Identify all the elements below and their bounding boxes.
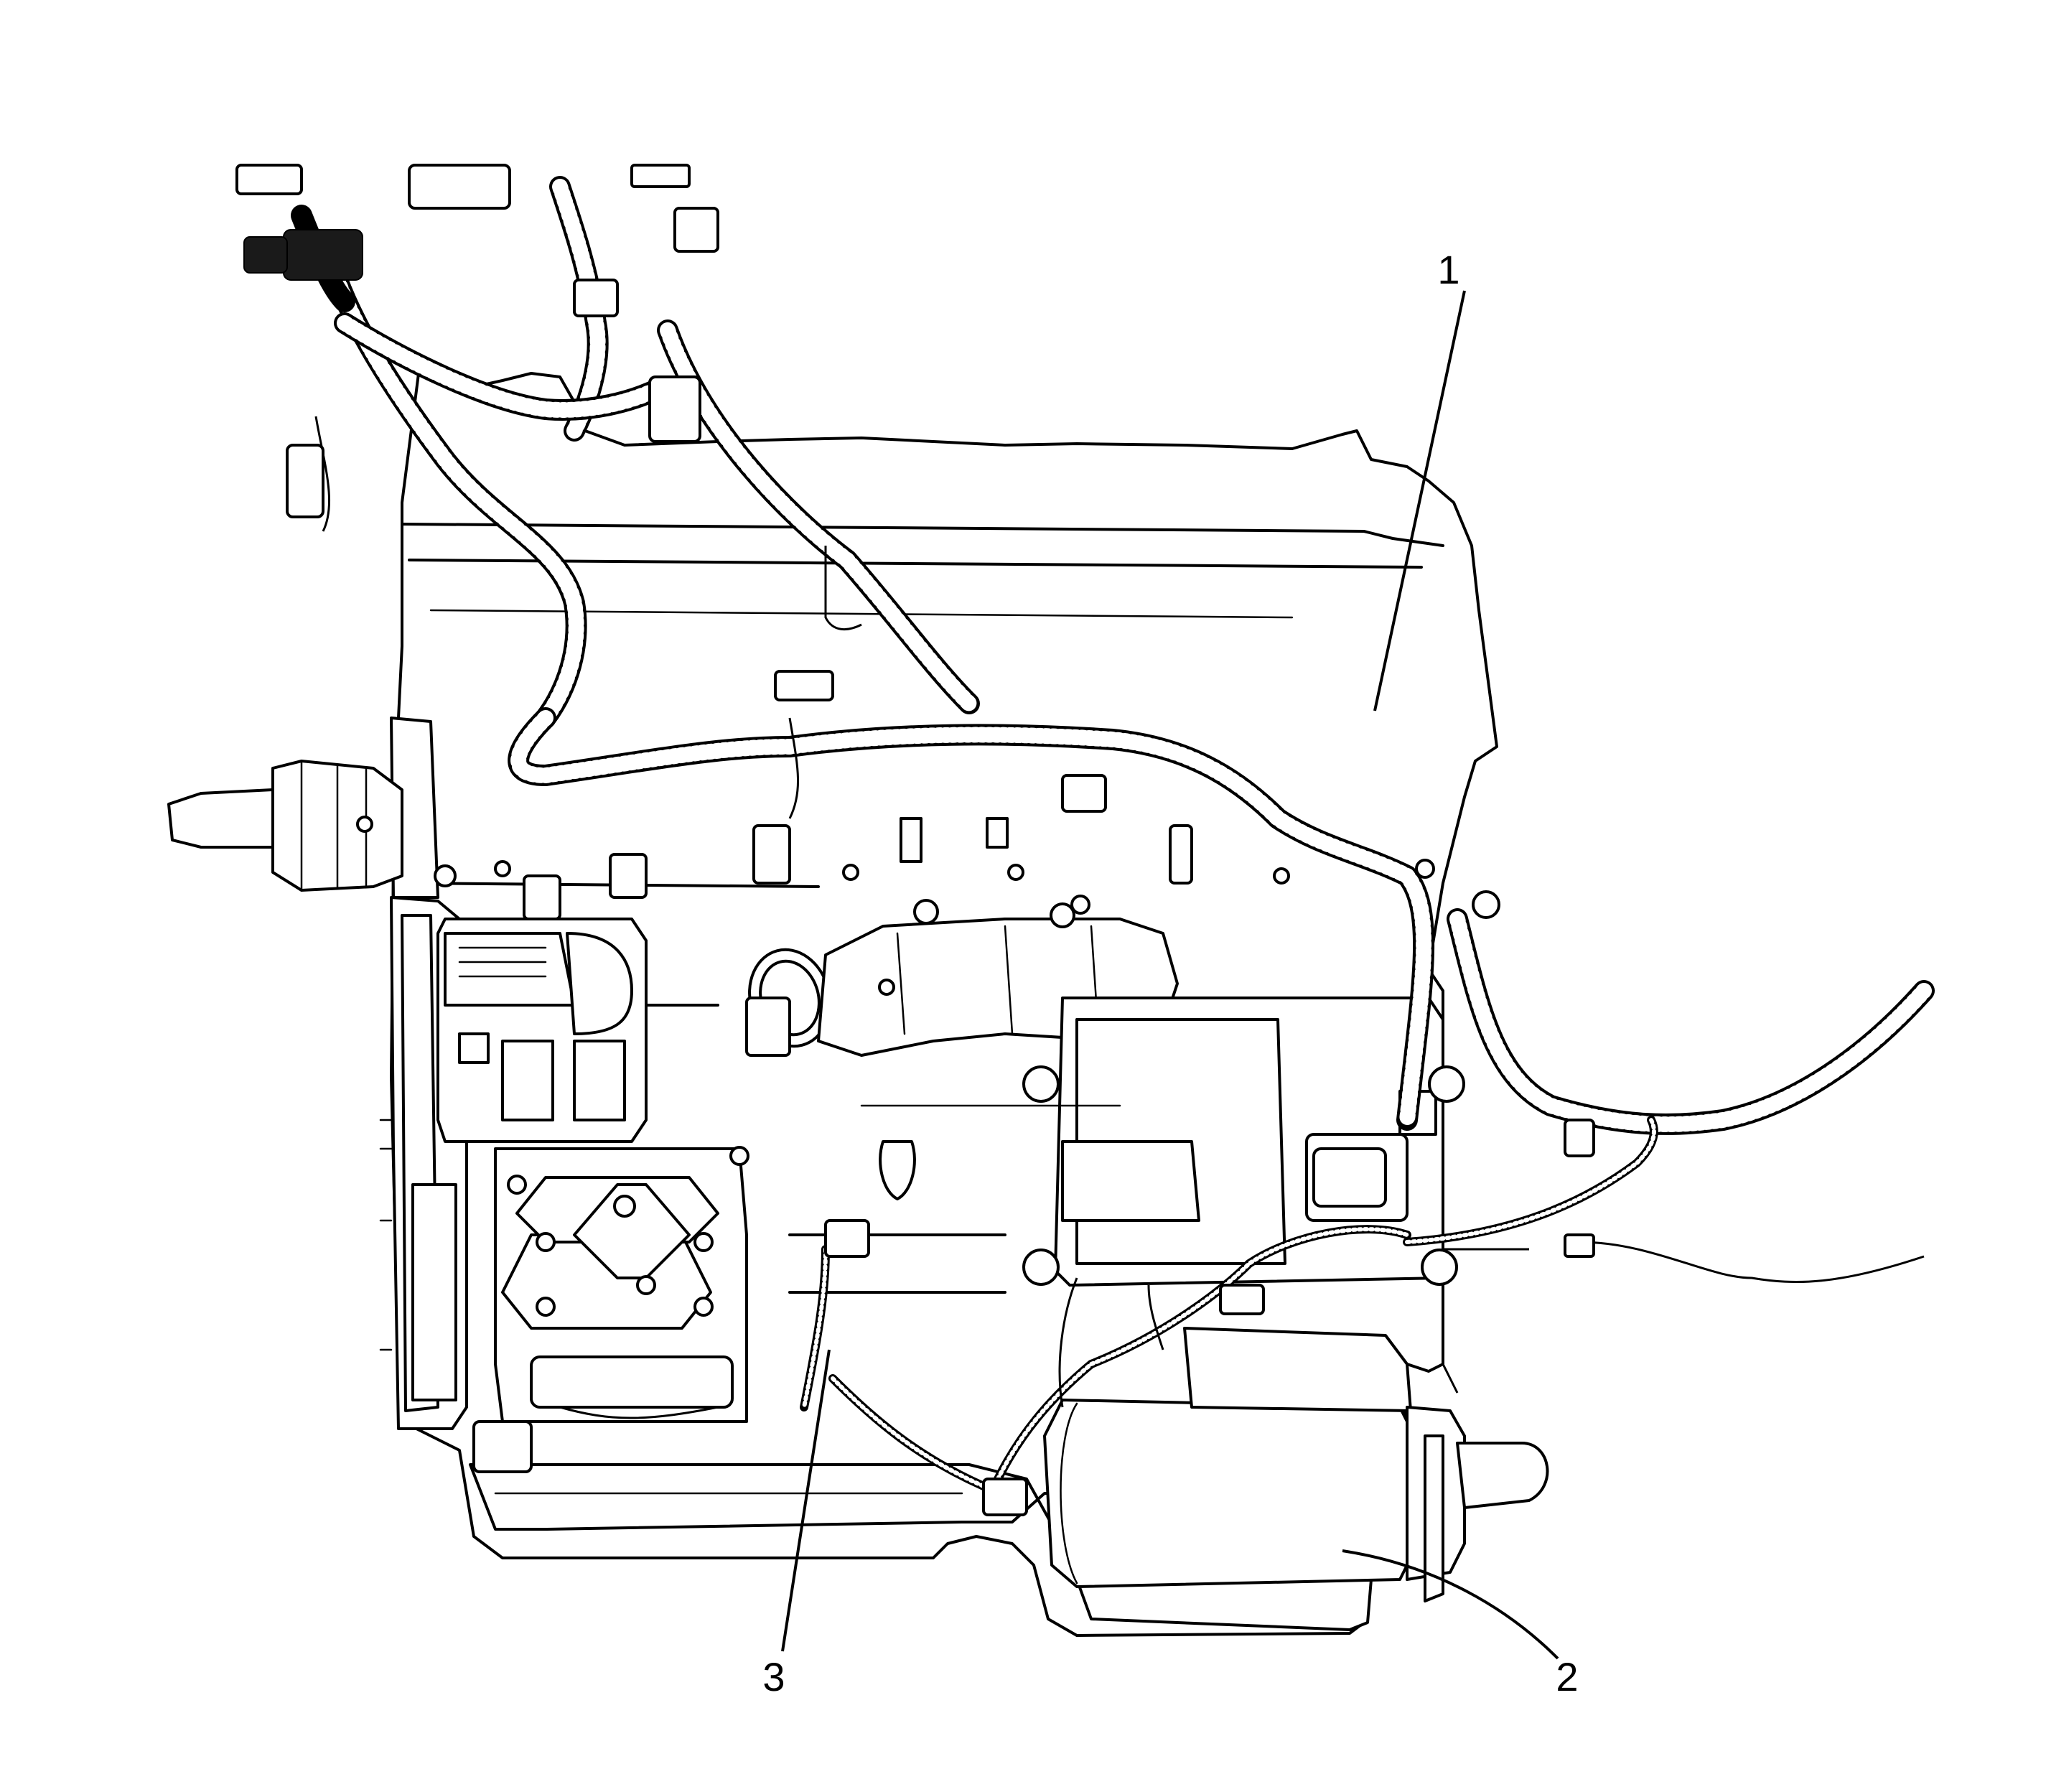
starter-motor [1043,1327,1549,1602]
callout-1: 1 [1437,247,1459,292]
sensor-wires [314,416,1925,1490]
crankshaft-pulley [167,760,403,892]
callout-2: 2 [1556,1654,1578,1699]
leader-line-3 [781,1349,831,1652]
leader-line-1 [1373,290,1466,711]
leader-line-2 [1342,1549,1559,1660]
callout-3: 3 [762,1654,785,1699]
valve-cover-details [434,670,1500,919]
fuel-injection-pump [436,918,749,1423]
leader-lines [781,290,1559,1660]
wiring-harness [291,176,1935,1135]
electrical-connectors [235,164,1595,1516]
callouts: 1 2 3 [762,247,1578,1699]
